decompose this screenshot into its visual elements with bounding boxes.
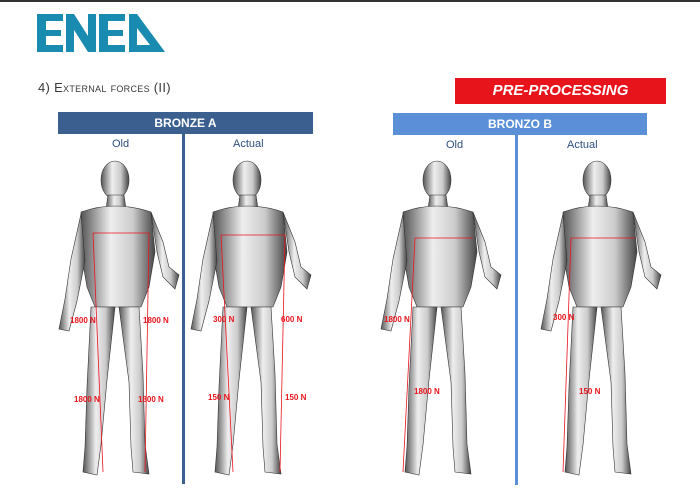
bronze-a-old-statue (53, 150, 183, 485)
force-label: 300 N (553, 313, 575, 322)
force-label: 300 N (213, 315, 235, 324)
force-label: 1800 N (70, 316, 96, 325)
force-label: 1800 N (143, 316, 169, 325)
bronzo-b-actual-statue (535, 150, 665, 485)
force-label: 150 N (579, 387, 601, 396)
bronze-a-header: BRONZE A (58, 112, 313, 134)
force-label: 1800 N (384, 315, 410, 324)
bronzo-b-divider (515, 135, 518, 485)
force-label: 150 N (285, 393, 307, 402)
bronzo-b-actual-label: Actual (567, 139, 598, 151)
bronzo-b-old-statue (375, 150, 505, 485)
force-label: 1800 N (138, 395, 164, 404)
bronze-a-actual-statue (185, 150, 315, 485)
force-label: 1800 N (74, 395, 100, 404)
force-label: 150 N (208, 393, 230, 402)
slide-title: 4) External forces (II) (38, 80, 171, 95)
bronze-a-old-label: Old (112, 138, 130, 150)
enea-logo (37, 14, 165, 52)
force-label: 600 N (281, 315, 303, 324)
top-border (0, 0, 700, 2)
pre-processing-badge: PRE-PROCESSING (455, 78, 666, 104)
bronzo-b-old-label: Old (446, 139, 464, 151)
force-label: 1800 N (414, 387, 440, 396)
bronzo-b-header: BRONZO B (393, 113, 647, 135)
bronze-a-divider (182, 134, 185, 484)
bronze-a-actual-label: Actual (233, 138, 264, 150)
